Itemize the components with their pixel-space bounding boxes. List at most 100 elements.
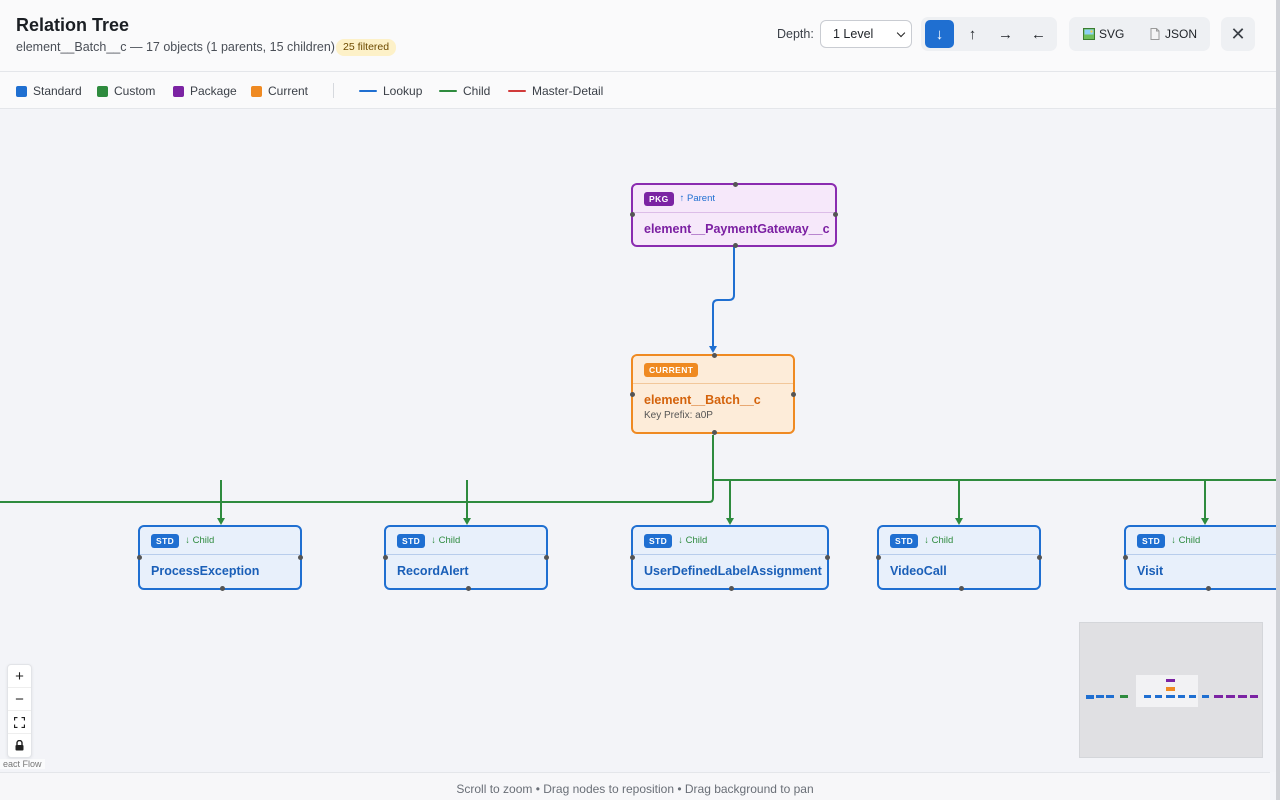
- direction-up-button[interactable]: ↑: [958, 20, 987, 48]
- legend-label: Lookup: [383, 84, 423, 98]
- node-header: CURRENT: [633, 356, 793, 384]
- node-name: element__Batch__c: [644, 393, 761, 407]
- node-name: Visit: [1137, 564, 1164, 578]
- legend-item-package: Package: [173, 84, 237, 98]
- node-handle[interactable]: [298, 555, 303, 560]
- minimap-node: [1155, 695, 1162, 698]
- export-svg-button[interactable]: SVG: [1075, 20, 1132, 48]
- legend-label: Current: [268, 84, 309, 98]
- child-node[interactable]: STD ↓ Child ProcessException: [137, 525, 303, 591]
- node-handle[interactable]: [383, 555, 388, 560]
- node-handle[interactable]: [466, 586, 471, 591]
- legend-item-standard: Standard: [16, 84, 82, 98]
- plus-icon: +: [15, 667, 24, 685]
- react-flow-attribution[interactable]: eact Flow: [0, 759, 45, 769]
- child-node[interactable]: STD ↓ Child Visit: [1123, 525, 1276, 591]
- standard-tag: STD: [1137, 533, 1166, 548]
- node-name: VideoCall: [890, 564, 947, 578]
- legend-label: Child: [463, 84, 491, 98]
- arrow-right-icon: →: [998, 25, 1013, 43]
- flow-canvas[interactable]: PKG ↑ Parent element__PaymentGateway__c …: [0, 110, 1276, 772]
- node-name: ProcessException: [151, 564, 260, 578]
- legend-item-master-detail: Master-Detail: [508, 84, 603, 98]
- current-swatch: [251, 85, 262, 97]
- node-handle[interactable]: [733, 243, 738, 248]
- depth-select[interactable]: 1 Level: [820, 20, 912, 48]
- node-handle[interactable]: [959, 586, 964, 591]
- node-handle[interactable]: [876, 555, 881, 560]
- close-button[interactable]: ✕: [1221, 17, 1255, 51]
- node-header: STD ↓ Child: [140, 527, 300, 555]
- node-name: UserDefinedLabelAssignment: [644, 564, 822, 578]
- chevron-down-icon: [896, 28, 906, 38]
- direction-right-button[interactable]: →: [991, 20, 1020, 48]
- depth-label: Depth:: [777, 27, 814, 41]
- export-json-button[interactable]: JSON: [1141, 20, 1205, 48]
- standard-tag: STD: [151, 533, 180, 548]
- node-name: element__PaymentGateway__c: [644, 222, 830, 236]
- arrow-left-icon: ←: [1031, 25, 1046, 43]
- child-arrowheads: [217, 518, 1209, 525]
- minimap[interactable]: [1079, 622, 1263, 758]
- node-handle[interactable]: [833, 212, 838, 217]
- master-detail-line: [508, 89, 526, 93]
- node-name: RecordAlert: [397, 564, 469, 578]
- current-node[interactable]: CURRENT element__Batch__c Key Prefix: a0…: [630, 353, 796, 435]
- minus-icon: −: [15, 690, 24, 708]
- node-header: PKG ↑ Parent: [633, 185, 835, 213]
- node-handle[interactable]: [712, 353, 717, 358]
- legend-label: Package: [190, 84, 237, 98]
- arrow-up-icon: ↑: [968, 25, 977, 43]
- node-handle[interactable]: [733, 182, 738, 187]
- node-handle[interactable]: [220, 586, 225, 591]
- node-handle[interactable]: [1037, 555, 1042, 560]
- direction-button-group: ↓ ↑ → ←: [921, 17, 1057, 51]
- minimap-node: [1178, 695, 1185, 698]
- relation-label: ↓ Child: [678, 535, 708, 546]
- zoom-controls: + −: [7, 664, 32, 758]
- lookup-edge: [712, 247, 735, 348]
- child-edges: [0, 435, 1276, 520]
- node-handle[interactable]: [712, 430, 717, 435]
- lookup-line: [359, 89, 377, 93]
- minimap-node: [1226, 695, 1235, 698]
- export-button-group: SVG JSON: [1069, 17, 1210, 51]
- legend-bar: Standard Custom Package Current Lookup C…: [0, 72, 1276, 109]
- fit-view-icon: [14, 716, 25, 728]
- direction-down-button[interactable]: ↓: [925, 20, 954, 48]
- legend-label: Standard: [33, 84, 82, 98]
- minimap-node: [1106, 695, 1114, 698]
- minimap-node: [1096, 695, 1104, 698]
- direction-left-button[interactable]: ←: [1024, 20, 1053, 48]
- node-handle[interactable]: [825, 555, 830, 560]
- child-node[interactable]: STD ↓ Child UserDefinedLabelAssignment: [630, 525, 830, 591]
- node-handle[interactable]: [630, 555, 635, 560]
- child-node[interactable]: STD ↓ Child RecordAlert: [383, 525, 549, 591]
- minimap-node: [1250, 695, 1258, 698]
- fit-view-button[interactable]: [8, 711, 31, 734]
- filtered-badge[interactable]: 25 filtered: [336, 39, 397, 56]
- zoom-out-button[interactable]: −: [8, 688, 31, 711]
- child-node[interactable]: STD ↓ Child VideoCall: [876, 525, 1042, 591]
- child-line: [439, 89, 457, 93]
- node-handle[interactable]: [630, 212, 635, 217]
- node-header: STD ↓ Child: [879, 527, 1039, 555]
- parent-node[interactable]: PKG ↑ Parent element__PaymentGateway__c: [630, 182, 838, 248]
- lock-button[interactable]: [8, 734, 31, 757]
- package-swatch: [173, 85, 184, 97]
- zoom-in-button[interactable]: +: [8, 665, 31, 688]
- node-handle[interactable]: [791, 392, 796, 397]
- node-handle[interactable]: [630, 392, 635, 397]
- node-handle[interactable]: [1123, 555, 1128, 560]
- node-handle[interactable]: [729, 586, 734, 591]
- custom-swatch: [97, 85, 108, 97]
- relation-label: ↓ Child: [431, 535, 461, 546]
- legend-item-custom: Custom: [97, 84, 155, 98]
- node-header: STD ↓ Child: [386, 527, 546, 555]
- export-json-label: JSON: [1165, 27, 1198, 41]
- node-handle[interactable]: [544, 555, 549, 560]
- node-handle[interactable]: [137, 555, 142, 560]
- edges-layer: [0, 247, 1276, 525]
- node-handle[interactable]: [1206, 586, 1211, 591]
- minimap-node: [1189, 695, 1196, 698]
